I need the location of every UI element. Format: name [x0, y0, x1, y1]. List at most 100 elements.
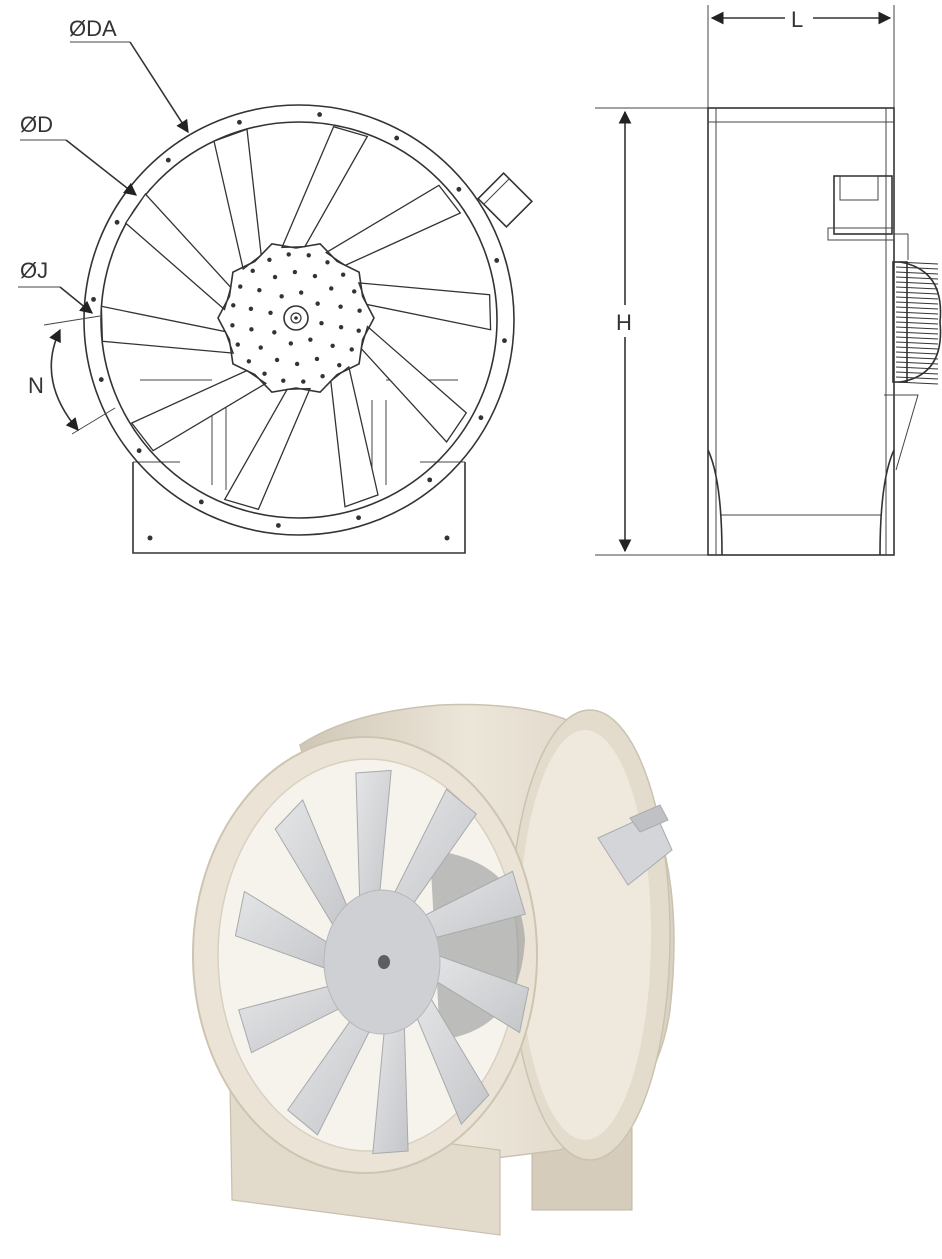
hub-bolt [257, 288, 262, 293]
hub-bolt [235, 342, 240, 347]
outer-flange-circle [83, 104, 515, 536]
bolt-hole [478, 415, 484, 421]
hub-bolt [349, 347, 354, 352]
hub-bolts [230, 252, 362, 384]
label-d: ØD [20, 112, 53, 137]
bolt-hole [98, 377, 104, 382]
side-foot-right [879, 449, 895, 556]
bolt-hole [494, 258, 500, 263]
flange-bolt-holes [91, 112, 507, 528]
hub-bolt [301, 379, 306, 384]
motor-fin [895, 351, 939, 355]
hub-bolt [274, 357, 280, 363]
motor-fan-cover [899, 261, 942, 383]
motor-fin [895, 366, 939, 370]
bolt-hole [427, 477, 433, 483]
bolt-hole [275, 523, 281, 528]
bolt-hole [91, 296, 96, 302]
hub-bolt [329, 286, 334, 291]
bolt-hole [114, 219, 120, 225]
bolt-hole [136, 448, 142, 454]
blade [281, 125, 369, 249]
label-l: L [791, 7, 803, 32]
hub-bolt [279, 294, 284, 299]
blade [130, 369, 268, 452]
hub-bolt [330, 343, 335, 348]
hub-bolt [352, 289, 357, 294]
hub-bolt [337, 362, 342, 368]
hub-bolt [320, 374, 325, 379]
hub-bolt [272, 330, 277, 335]
label-h: H [616, 310, 632, 335]
hub-bolt [325, 260, 330, 265]
hub-bolt [246, 359, 252, 364]
hub-bolt [267, 257, 272, 262]
side-motor-body [892, 261, 908, 383]
hub-bolt [338, 324, 344, 330]
hub-bolt [281, 378, 286, 383]
inner-duct-circle [100, 121, 498, 519]
hub-bolt [249, 327, 254, 332]
hub-bolt [268, 310, 273, 316]
hub-bolt [308, 337, 313, 342]
hub-bolt [231, 303, 236, 308]
motor-fin [895, 311, 939, 315]
bolt-hole [165, 157, 171, 163]
label-da: ØDA [69, 16, 117, 41]
motor-fin [895, 356, 939, 360]
junction-box [476, 171, 534, 229]
motor-fin [895, 296, 939, 300]
hub-bolt [248, 306, 254, 312]
side-casing [707, 107, 895, 556]
motor-fin [895, 361, 939, 365]
bolt-hole [237, 119, 242, 125]
motor-fin [895, 281, 939, 285]
label-n: N [28, 373, 44, 398]
blade [324, 184, 462, 267]
side-motor-fins [895, 261, 942, 385]
hub-bolt [286, 252, 291, 257]
bolt-hole [394, 135, 400, 141]
motor-fin [895, 271, 939, 275]
motor-fin [895, 291, 939, 295]
blade [100, 305, 235, 354]
motor-fin [895, 301, 939, 305]
blade [330, 365, 379, 508]
leader-d [65, 139, 138, 196]
blade [213, 128, 262, 271]
hub-bolt [314, 356, 320, 362]
hub-bolt [258, 345, 263, 350]
bolt-hole [356, 515, 361, 521]
side-view: L H [595, 5, 942, 556]
motor-fin [895, 286, 939, 290]
hub-bolt [306, 253, 311, 258]
bolt-hole [502, 338, 507, 344]
motor-fin [895, 346, 939, 350]
motor-fin [895, 371, 939, 375]
hub-bolt [292, 269, 298, 275]
motor-fin [895, 321, 939, 325]
hub-bolt [294, 361, 300, 367]
blade [357, 282, 492, 331]
hub-bolt [357, 308, 362, 313]
blade [360, 325, 468, 443]
hub-bolt [340, 272, 346, 277]
fan-3d-render [192, 703, 675, 1236]
hub-bolt [298, 290, 304, 295]
hub-bolt [338, 304, 343, 309]
bolt-hole [198, 499, 204, 505]
hub-bolt [315, 301, 320, 306]
bolt-hole [456, 186, 462, 192]
hub-bolt [288, 341, 294, 346]
motor-fin [895, 336, 939, 340]
hub-center-3d [378, 955, 390, 969]
hub-bolt [230, 323, 235, 328]
impeller-blades [100, 125, 492, 511]
hub-bolt [312, 273, 318, 279]
motor-fin [895, 341, 939, 345]
front-view: ØDA ØD ØJ N [18, 16, 534, 554]
hub-bolt [272, 274, 278, 280]
hub-bolt [262, 371, 267, 376]
blade [223, 387, 311, 511]
